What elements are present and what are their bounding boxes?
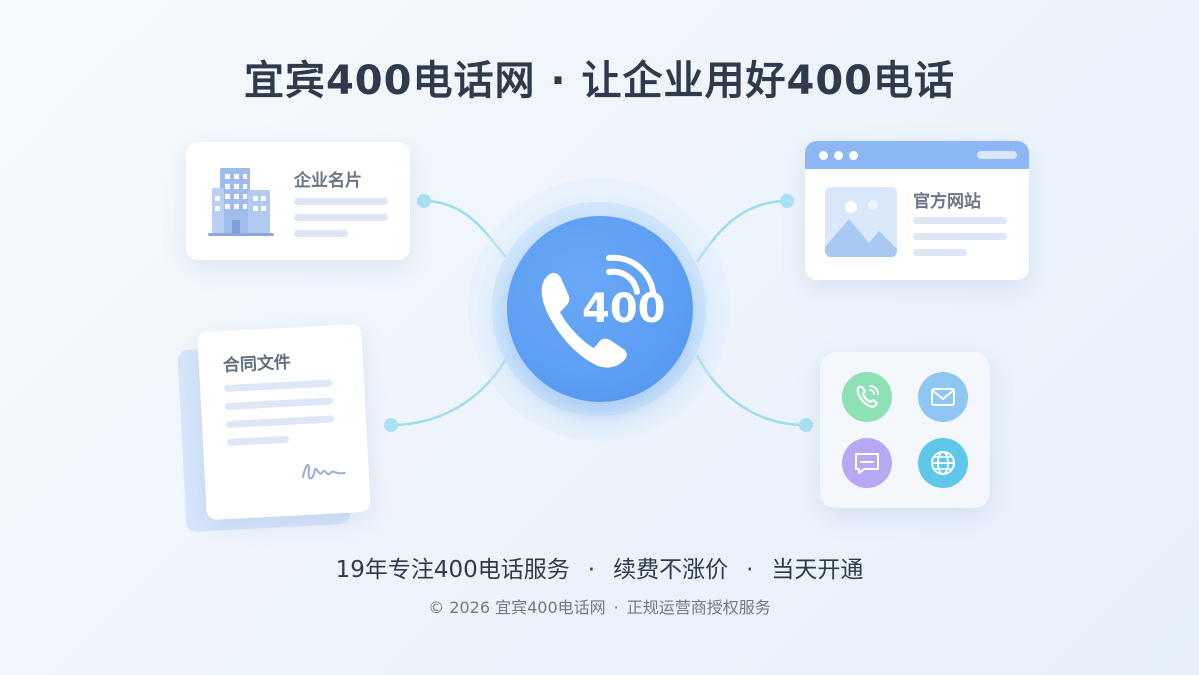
tagline-item: 续费不涨价 bbox=[613, 557, 729, 583]
text-line bbox=[294, 198, 388, 205]
text-line bbox=[226, 435, 290, 447]
footer-separator: · bbox=[613, 598, 619, 617]
mail-icon bbox=[918, 372, 968, 422]
text-line bbox=[913, 249, 967, 256]
footer: © 2026 宜宾400电话网 · 正规运营商授权服务 bbox=[0, 594, 1199, 618]
signal-waves-icon bbox=[603, 252, 659, 302]
tagline-item: 当天开通 bbox=[771, 557, 864, 583]
page-title: 宜宾400电话网 · 让企业用好400电话 bbox=[243, 58, 956, 104]
tagline-item: 19年专注400电话服务 bbox=[335, 557, 570, 583]
contract-card-label: 合同文件 bbox=[222, 352, 292, 377]
text-line bbox=[224, 397, 334, 411]
website-card: 官方网站 bbox=[805, 141, 1029, 280]
signature-icon bbox=[298, 455, 350, 490]
footer-copyright: © 2026 宜宾400电话网 bbox=[428, 598, 606, 617]
text-line bbox=[294, 214, 388, 221]
text-line bbox=[223, 379, 333, 393]
tagline: 19年专注400电话服务 · 续费不涨价 · 当天开通 bbox=[0, 550, 1199, 584]
text-line bbox=[913, 217, 1007, 224]
phone-icon bbox=[536, 262, 636, 376]
address-bar bbox=[977, 151, 1017, 159]
hub-number: 400 bbox=[582, 286, 666, 332]
text-line bbox=[294, 230, 348, 237]
website-card-label: 官方网站 bbox=[913, 192, 981, 212]
building-icon bbox=[206, 164, 276, 242]
text-line bbox=[225, 415, 335, 429]
channels-card bbox=[820, 352, 990, 508]
text-line bbox=[913, 233, 1007, 240]
globe-icon bbox=[918, 438, 968, 488]
phone-icon bbox=[842, 372, 892, 422]
window-dot bbox=[849, 151, 858, 160]
business-card: 企业名片 bbox=[186, 142, 410, 260]
hub-circle bbox=[507, 216, 693, 402]
window-dot bbox=[834, 151, 843, 160]
tagline-separator: · bbox=[746, 557, 754, 583]
business-card-label: 企业名片 bbox=[294, 171, 362, 191]
contract-card: 合同文件 bbox=[197, 323, 371, 521]
image-placeholder-icon bbox=[825, 187, 897, 257]
window-dot bbox=[819, 151, 828, 160]
chat-icon bbox=[842, 438, 892, 488]
tagline-separator: · bbox=[587, 557, 596, 583]
footer-note: 正规运营商授权服务 bbox=[626, 598, 771, 617]
